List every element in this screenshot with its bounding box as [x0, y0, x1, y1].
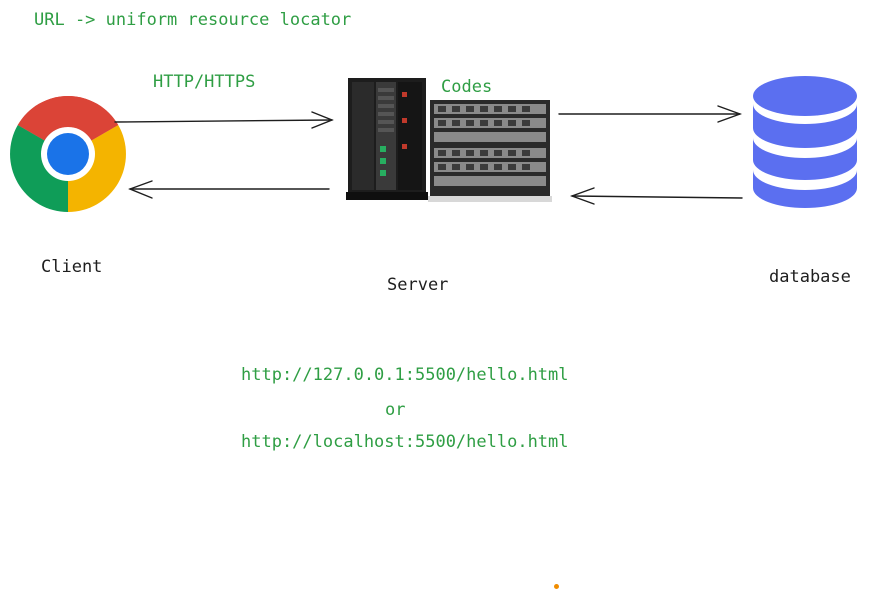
url-separator: or [385, 400, 406, 420]
diagram-title: URL -> uniform resource locator [34, 10, 352, 30]
database-label: database [769, 267, 851, 287]
orange-dot [554, 584, 559, 589]
url-example-ip: http://127.0.0.1:5500/hello.html [241, 365, 569, 385]
protocol-label: HTTP/HTTPS [153, 72, 256, 92]
url-example-localhost: http://localhost:5500/hello.html [241, 432, 569, 452]
client-label: Client [41, 257, 103, 277]
arrow-client-to-server [114, 119, 333, 123]
server-label: Server [387, 275, 449, 295]
arrow-database-to-server [571, 195, 743, 199]
codes-label: Codes [441, 77, 493, 97]
